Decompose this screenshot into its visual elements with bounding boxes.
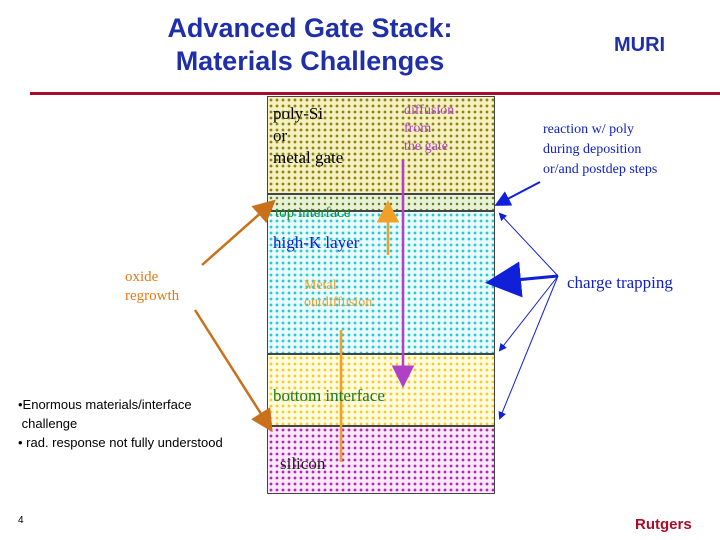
note-2: • rad. response not fully understood — [18, 435, 223, 450]
bottom-interface-label: bottom interface — [273, 386, 385, 405]
rutgers-logo-text: Rutgers — [635, 516, 692, 533]
poly-si-layer — [267, 96, 495, 194]
high-k-layer — [267, 211, 495, 354]
charge-trapping-label: charge trapping — [567, 273, 673, 292]
slide-title: Advanced Gate Stack: Materials Challenge… — [80, 12, 540, 78]
trap-arrow-lower — [498, 275, 559, 352]
oxide-arrow-up — [201, 199, 276, 266]
high-k-label: high-K layer — [273, 233, 360, 252]
metal-outdiffusion-label: Metal outdiffusion — [304, 278, 373, 310]
diffusion-label: diffusion from the gate — [404, 103, 455, 154]
bottom-interface-layer — [267, 354, 495, 426]
trap-arrow-top — [498, 212, 559, 277]
silicon-label: silicon — [280, 454, 326, 473]
notes-list: •Enormous materials/interface challenge … — [18, 395, 223, 452]
reaction-label: reaction w/ poly during deposition or/an… — [543, 122, 658, 177]
title-divider — [30, 92, 720, 95]
title-line-2: Materials Challenges — [175, 46, 445, 76]
oxide-regrowth-label: oxide regrowth — [125, 269, 180, 304]
oxide-arrow-down — [193, 309, 273, 433]
page-number: 4 — [18, 515, 24, 526]
note-1-line-1: •Enormous materials/interface — [18, 397, 192, 412]
reaction-arrow — [494, 181, 541, 206]
trap-arrow-bottom — [498, 275, 559, 420]
poly-si-label: poly-Si or metal gate — [273, 104, 344, 167]
muri-badge: MURI — [614, 34, 666, 56]
note-1-line-2: challenge — [18, 416, 78, 431]
top-interface-label: top interface — [275, 205, 351, 221]
silicon-layer — [267, 426, 495, 494]
title-line-1: Advanced Gate Stack: — [167, 13, 453, 43]
trap-arrow-mid — [485, 261, 559, 298]
